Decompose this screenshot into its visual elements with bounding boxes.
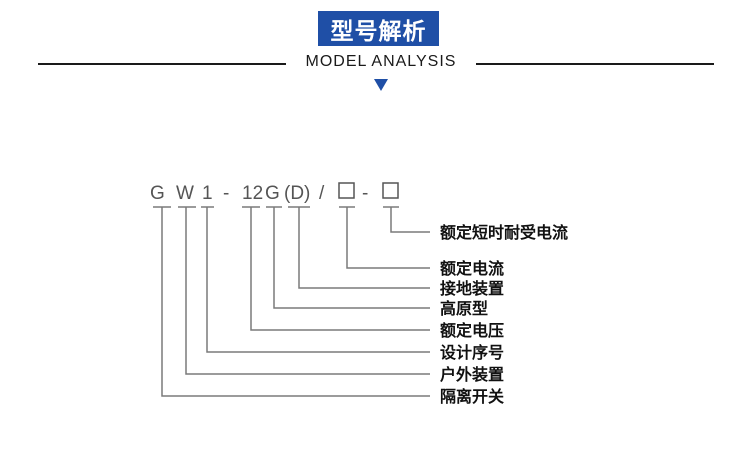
- title-rule-left: [38, 63, 286, 65]
- code-char-g2: G: [265, 183, 280, 204]
- section-subtitle: MODEL ANALYSIS: [305, 53, 457, 70]
- label-design-number: 设计序号: [440, 343, 504, 362]
- connector-disconnector: [161, 207, 430, 397]
- code-char-1: 1: [202, 183, 213, 204]
- label-short-time-current: 额定短时耐受电流: [440, 223, 568, 242]
- title-rule-right: [476, 63, 714, 65]
- code-char-12: 12: [242, 183, 263, 204]
- code-box-current: [338, 182, 355, 199]
- label-earthing-device: 接地装置: [440, 279, 504, 298]
- down-arrow-icon: [374, 79, 388, 91]
- label-high-altitude: 高原型: [440, 299, 488, 318]
- code-char-w: W: [176, 183, 194, 204]
- label-rated-current: 额定电流: [440, 259, 504, 278]
- connector-design-number: [206, 207, 430, 353]
- connector-lines: [161, 207, 430, 397]
- connector-earthing: [298, 207, 430, 289]
- code-char-dash-2: -: [362, 183, 368, 204]
- label-disconnector: 隔离开关: [440, 387, 504, 406]
- connector-rated-voltage: [250, 207, 430, 331]
- legend-labels: 额定短时耐受电流 额定电流 接地装置 高原型 额定电压 设计序号 户外装置 隔离…: [440, 223, 568, 406]
- model-code: G W 1 - 12 G (D) / -: [150, 182, 399, 204]
- section-title: 型号解析: [318, 11, 439, 46]
- code-box-short-time-current: [382, 182, 399, 199]
- connector-high-altitude: [273, 207, 430, 309]
- label-rated-voltage: 额定电压: [440, 321, 504, 340]
- code-char-g: G: [150, 183, 165, 204]
- code-char-slash: /: [319, 183, 325, 204]
- connector-short-time-current: [390, 207, 430, 233]
- label-outdoor-device: 户外装置: [440, 365, 504, 384]
- code-char-d: (D): [284, 183, 310, 204]
- connector-rated-current: [346, 207, 430, 269]
- connector-outdoor: [185, 207, 430, 375]
- code-char-dash-1: -: [223, 183, 229, 204]
